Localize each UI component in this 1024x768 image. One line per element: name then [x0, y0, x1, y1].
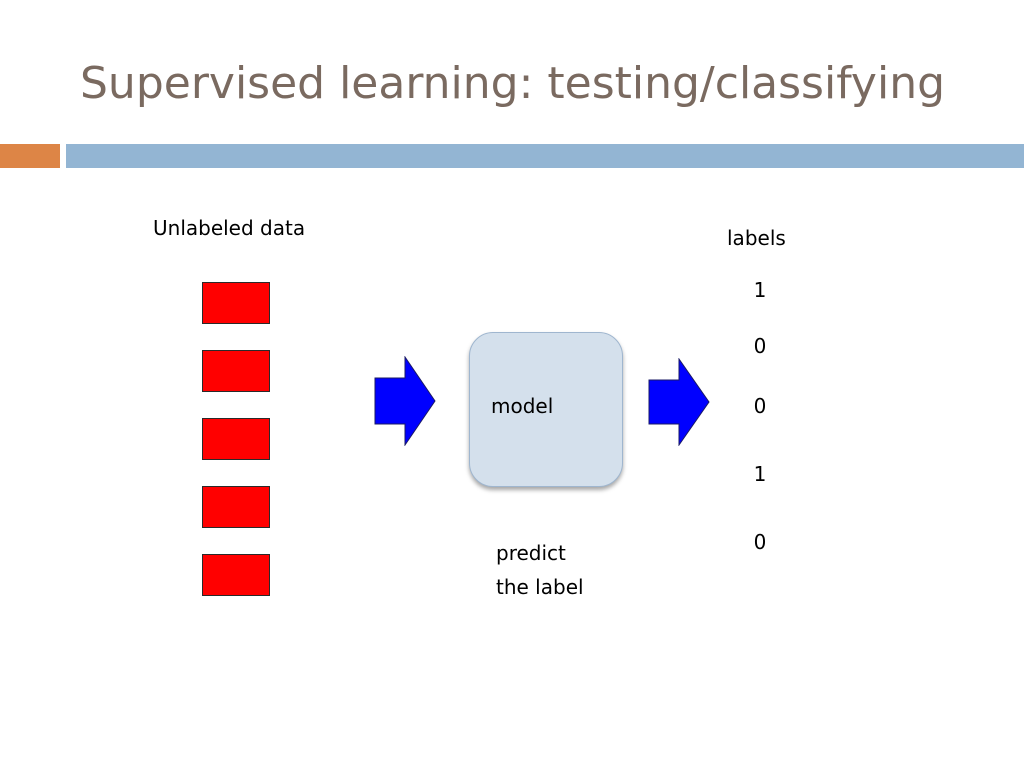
labels-heading: labels: [727, 226, 786, 250]
model-label: model: [491, 394, 554, 418]
unlabeled-data-box-1: [202, 282, 270, 324]
label-value-5: 0: [753, 530, 767, 554]
predict-caption-line-1: predict: [496, 541, 566, 565]
model-box: [469, 332, 623, 487]
predict-caption-line-2: the label: [496, 575, 584, 599]
accent-bar-blue: [66, 144, 1024, 168]
unlabeled-data-heading: Unlabeled data: [153, 216, 306, 240]
output-arrow-icon: [648, 358, 710, 446]
slide-title: Supervised learning: testing/classifying: [80, 58, 946, 109]
unlabeled-data-box-2: [202, 350, 270, 392]
label-value-1: 1: [753, 278, 767, 302]
input-arrow-icon: [374, 356, 436, 446]
unlabeled-data-box-4: [202, 486, 270, 528]
unlabeled-data-box-3: [202, 418, 270, 460]
unlabeled-data-box-5: [202, 554, 270, 596]
accent-bar-orange: [0, 144, 60, 168]
label-value-4: 1: [753, 462, 767, 486]
label-value-3: 0: [753, 394, 767, 418]
label-value-2: 0: [753, 334, 767, 358]
